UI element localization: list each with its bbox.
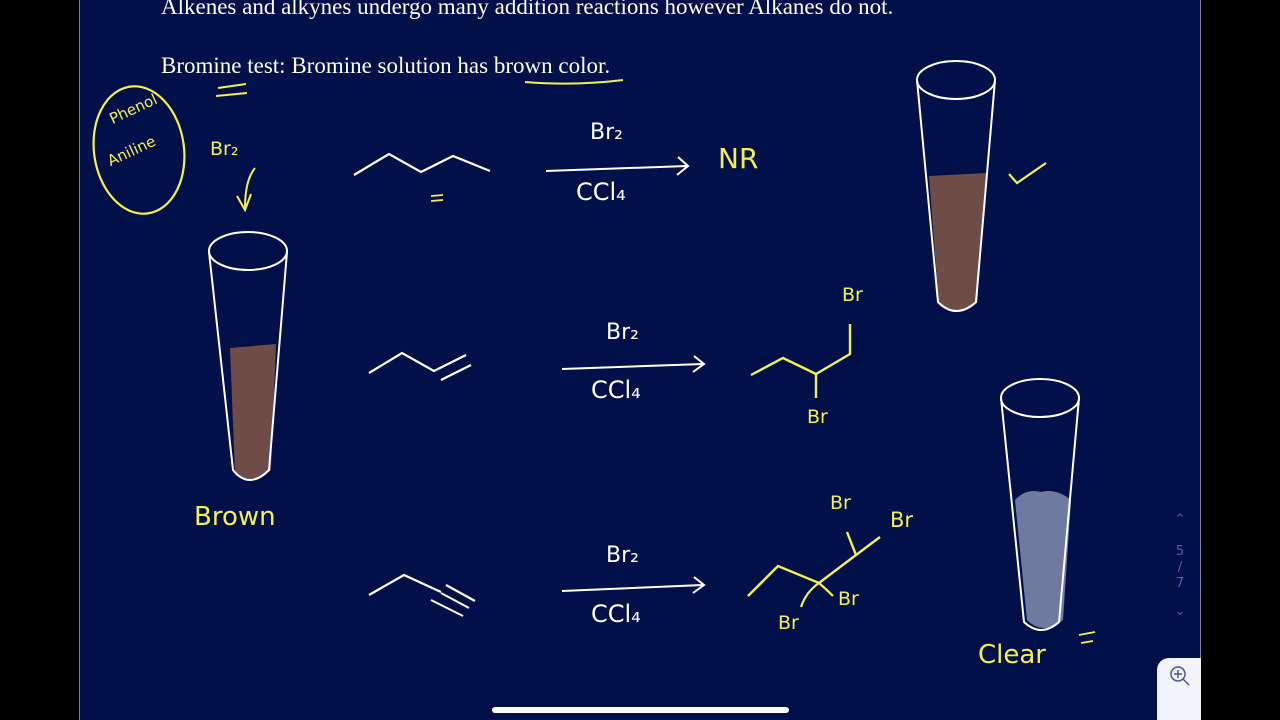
clear-label: Clear <box>978 640 1046 670</box>
bromine-test-suffix: . <box>604 53 611 78</box>
current-page-number: 5 <box>1175 544 1185 559</box>
page-down-chevron-icon[interactable]: ⌄ <box>1174 604 1186 619</box>
home-indicator-bar[interactable] <box>492 707 789 713</box>
reaction1-reagent-top: Br₂ <box>590 120 623 145</box>
brown-color-highlight: brown color <box>493 53 605 78</box>
reaction2-product-br-bottom: Br <box>807 406 828 428</box>
heading-text: Alkenes and alkynes undergo many additio… <box>161 0 894 19</box>
zoom-in-icon <box>1170 666 1190 686</box>
handwritten-drawing-canvas <box>92 60 1096 644</box>
zoom-in-button[interactable] <box>1157 658 1201 720</box>
reaction3-product-br-1: Br <box>830 492 851 514</box>
reaction3-product-br-2: Br <box>890 508 914 532</box>
page-up-chevron-icon[interactable]: ⌃ <box>1174 512 1186 527</box>
reaction3-product-br-4: Br <box>778 612 799 634</box>
reaction3-product-br-3: Br <box>838 588 859 610</box>
reagent-br2-label: Br₂ <box>210 138 239 160</box>
notes-page: Alkenes and alkynes undergo many additio… <box>79 0 1201 720</box>
page-separator: / <box>1177 560 1183 575</box>
reaction2-reagent-top: Br₂ <box>606 320 639 345</box>
reaction3-reagent-top: Br₂ <box>606 543 639 568</box>
page-navigator: ⌃ 5 / 7 ⌄ <box>1168 510 1192 622</box>
total-pages-number: 7 <box>1175 576 1185 591</box>
no-reaction-label: NR <box>718 142 759 175</box>
bromine-test-prefix: Bromine test: Bromine solution has <box>161 53 494 78</box>
brown-label: Brown <box>194 502 276 532</box>
reaction3-reagent-bottom: CCl₄ <box>591 600 641 628</box>
bromine-test-text: Bromine test: Bromine solution has brown… <box>161 53 610 79</box>
reaction2-product-br-top: Br <box>842 284 863 306</box>
reaction2-reagent-bottom: CCl₄ <box>591 376 641 404</box>
reaction1-reagent-bottom: CCl₄ <box>576 178 626 206</box>
